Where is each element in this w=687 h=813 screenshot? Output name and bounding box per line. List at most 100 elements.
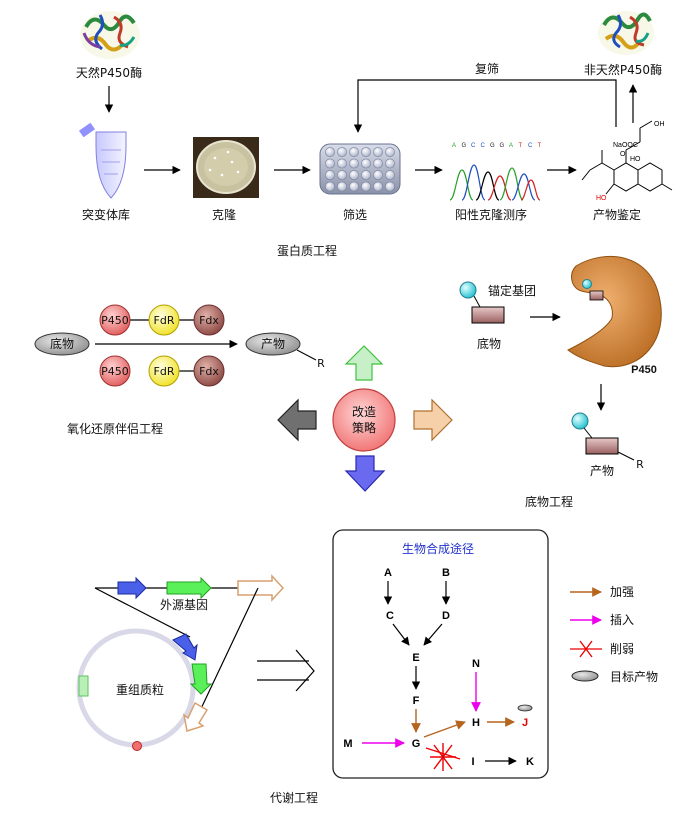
product-molecule-icon bbox=[581, 120, 673, 195]
well-plate-icon bbox=[319, 143, 401, 195]
sequence-letter: G bbox=[490, 143, 495, 149]
natural-enzyme-structure-icon bbox=[80, 11, 140, 59]
sequence-letter: T bbox=[538, 143, 542, 149]
gene-blue-icon bbox=[117, 576, 147, 600]
product-anchor-line bbox=[583, 427, 593, 439]
plate-well bbox=[337, 170, 347, 180]
strategy-circle bbox=[332, 388, 396, 452]
plasmid-green-gene-icon bbox=[189, 663, 213, 695]
redox-top-fdx-ball bbox=[193, 304, 225, 336]
molecule-ho-red-label: HO bbox=[596, 195, 607, 202]
legend-target-marker bbox=[571, 670, 599, 682]
node-k: K bbox=[526, 756, 534, 768]
plate-well bbox=[325, 181, 335, 192]
pathway-box bbox=[332, 529, 549, 779]
plate-well bbox=[361, 147, 371, 157]
metabolic-engineering-section: 外源基因 重组质粒 生物合成途径 A B C D E F G N H J M I… bbox=[76, 529, 658, 805]
node-b: B bbox=[442, 567, 450, 579]
plate-well bbox=[361, 170, 371, 180]
plate-well bbox=[373, 181, 383, 192]
redox-r-bond bbox=[296, 349, 317, 361]
sequence-letter: T bbox=[519, 143, 523, 149]
anchor-group-label: 锚定基团 bbox=[488, 283, 536, 298]
plate-well bbox=[337, 147, 347, 157]
node-h: H bbox=[472, 717, 480, 729]
redox-bottom-fdr-label: FdR bbox=[154, 365, 175, 378]
anchor-group-ball bbox=[459, 281, 477, 299]
pathway-title: 生物合成途径 bbox=[402, 541, 474, 556]
plate-well bbox=[349, 170, 359, 180]
node-e: E bbox=[412, 652, 419, 664]
plate-well bbox=[385, 181, 395, 192]
plate-well bbox=[337, 181, 347, 192]
screening-label: 筛选 bbox=[343, 207, 367, 222]
weaken-burst-icon bbox=[430, 743, 456, 771]
redox-bottom-fdx-label: Fdx bbox=[199, 365, 219, 378]
mutant-library-tube-icon bbox=[78, 122, 127, 199]
rescreen-label: 复筛 bbox=[475, 61, 499, 76]
bound-substrate-box bbox=[589, 290, 604, 301]
product-anchor-ball bbox=[571, 412, 589, 430]
plasmid-link-line-1 bbox=[94, 587, 191, 638]
redox-top-fdr-label: FdR bbox=[154, 314, 175, 327]
bound-anchor-ball bbox=[582, 279, 592, 289]
arrow-c-e bbox=[392, 623, 410, 646]
redox-top-fdx-label: Fdx bbox=[199, 314, 219, 327]
plate-well bbox=[349, 181, 359, 192]
plasmid-origin-dot bbox=[132, 741, 142, 751]
non-natural-enzyme-structure-icon bbox=[598, 11, 654, 55]
substrate-engineering-section: 锚定基团 底物 P450 R 产物 底物工程 bbox=[459, 255, 662, 509]
plate-well bbox=[373, 170, 383, 180]
exogenous-gene-label: 外源基因 bbox=[160, 598, 208, 612]
plate-well bbox=[385, 170, 395, 180]
plate-well bbox=[325, 170, 335, 180]
redox-substrate-label: 底物 bbox=[50, 336, 74, 351]
redox-top-p450-label: P450 bbox=[101, 314, 129, 327]
plate-well bbox=[337, 158, 347, 169]
protein-engineering-title: 蛋白质工程 bbox=[277, 243, 337, 258]
product-box bbox=[585, 437, 619, 455]
plate-well bbox=[373, 147, 383, 157]
legend-weaken-label: 削弱 bbox=[610, 642, 634, 656]
plate-well bbox=[325, 147, 335, 157]
plate-well bbox=[349, 158, 359, 169]
up-arrow-icon bbox=[344, 345, 384, 381]
legend-target-label: 目标产物 bbox=[610, 670, 658, 684]
plasmid-orange-gene-icon bbox=[182, 701, 209, 732]
strategy-center: 改造 策略 bbox=[277, 345, 453, 492]
redox-top-fdr-ball bbox=[148, 304, 180, 336]
node-m: M bbox=[343, 738, 352, 750]
node-n: N bbox=[472, 658, 480, 670]
plate-well bbox=[361, 158, 371, 169]
substrate-engineering-title: 底物工程 bbox=[525, 494, 573, 509]
sequencing-label: 阳性克隆测序 bbox=[455, 207, 527, 222]
redox-partner-title: 氧化还原伴侣工程 bbox=[67, 421, 163, 436]
redox-product-label: 产物 bbox=[261, 337, 285, 351]
mutant-library-label: 突变体库 bbox=[82, 207, 130, 222]
sequence-letter: G bbox=[462, 143, 467, 149]
product-r-label: R bbox=[636, 458, 644, 471]
sequence-letter: C bbox=[528, 143, 533, 149]
sequence-letter: C bbox=[471, 143, 476, 149]
sequence-letter: C bbox=[481, 143, 486, 149]
arrow-d-e bbox=[423, 623, 443, 646]
redox-partner-section: 底物 产物 R P450 FdR Fdx P450 FdR Fdx 氧化还原伴侣… bbox=[34, 304, 325, 436]
plate-well bbox=[385, 147, 395, 157]
rescreen-arrow bbox=[353, 79, 617, 133]
plasmid-label: 重组质粒 bbox=[116, 682, 164, 697]
redox-product-ellipse bbox=[245, 332, 301, 356]
implies-arrow-head bbox=[295, 649, 315, 692]
product-r-bond bbox=[617, 451, 635, 461]
sequence-letter: A bbox=[509, 143, 513, 149]
target-product-marker bbox=[517, 704, 533, 712]
redox-top-p450-ball bbox=[99, 304, 131, 336]
molecule-oh-label: OH bbox=[654, 121, 665, 128]
gene-green-icon bbox=[166, 576, 212, 600]
node-c: C bbox=[386, 610, 394, 622]
plate-well bbox=[325, 158, 335, 169]
molecule-atom-o-label: O bbox=[620, 151, 626, 158]
molecule-naooc-label: NaOOC bbox=[613, 142, 638, 149]
plate-well bbox=[349, 147, 359, 157]
plasmid-blue-gene-icon bbox=[172, 633, 198, 661]
